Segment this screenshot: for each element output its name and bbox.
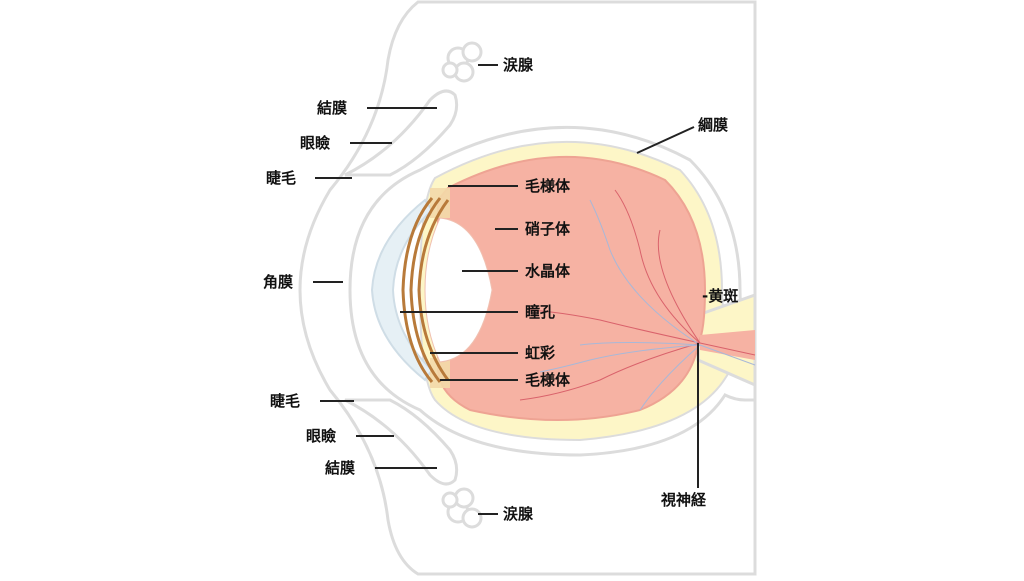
vessel-red-5 — [699, 342, 756, 356]
vessel-blue-2 — [539, 344, 701, 373]
lacrimal-gland-top — [441, 41, 483, 83]
vessel-red-1 — [529, 309, 701, 344]
cornea — [370, 198, 434, 382]
label-conjunctiva-bottom: 結膜 — [325, 459, 356, 477]
retinal-vessels — [519, 189, 756, 411]
iris-bands — [401, 197, 450, 383]
leader-lines — [313, 64, 699, 515]
label-conjunctiva-top: 結膜 — [317, 99, 348, 117]
label-eyelid-top: 眼瞼 — [300, 134, 331, 152]
vessel-red-3 — [519, 342, 701, 401]
head-outline — [298, 0, 757, 576]
vessel-red-4 — [657, 229, 701, 344]
iris-band-1 — [401, 197, 434, 383]
iris-band-2 — [409, 197, 442, 383]
label-ciliary-body-bottom: 毛様体 — [525, 371, 571, 389]
lower-eyelid — [344, 398, 459, 486]
upper-eyelid — [344, 89, 459, 177]
label-macula: -黄斑 — [702, 287, 739, 305]
ciliary-body-top-band — [430, 188, 450, 218]
label-pupil: 瞳孔 — [525, 303, 556, 321]
label-iris: 虹彩 — [525, 344, 556, 362]
vessel-blue-4 — [639, 344, 701, 411]
label-eyelash-bottom: 睫毛 — [270, 392, 301, 410]
vessel-blue-3 — [579, 342, 701, 346]
label-lacrimal-gland-top: 涙腺 — [503, 56, 534, 74]
iris-band-3 — [417, 199, 450, 381]
label-vitreous-body: 硝子体 — [525, 220, 571, 238]
leader-choroid — [636, 126, 695, 154]
label-cornea: 角膜 — [263, 273, 294, 291]
vessel-blue-5 — [699, 344, 756, 366]
label-eyelid-bottom: 眼瞼 — [306, 427, 337, 445]
vessel-red-2 — [614, 189, 701, 344]
label-crystalline-lens: 水晶体 — [525, 262, 571, 280]
label-lacrimal-gland-bottom: 涙腺 — [503, 505, 534, 523]
label-optic-nerve: 視神経 — [661, 491, 707, 509]
crystalline-lens — [424, 217, 493, 363]
label-eyelash-top: 睫毛 — [266, 169, 297, 187]
vessel-blue-1 — [589, 199, 701, 346]
label-choroid: 綱膜 — [698, 116, 729, 134]
label-ciliary-body-top: 毛様体 — [525, 177, 571, 195]
lacrimal-gland-bottom — [441, 487, 483, 529]
